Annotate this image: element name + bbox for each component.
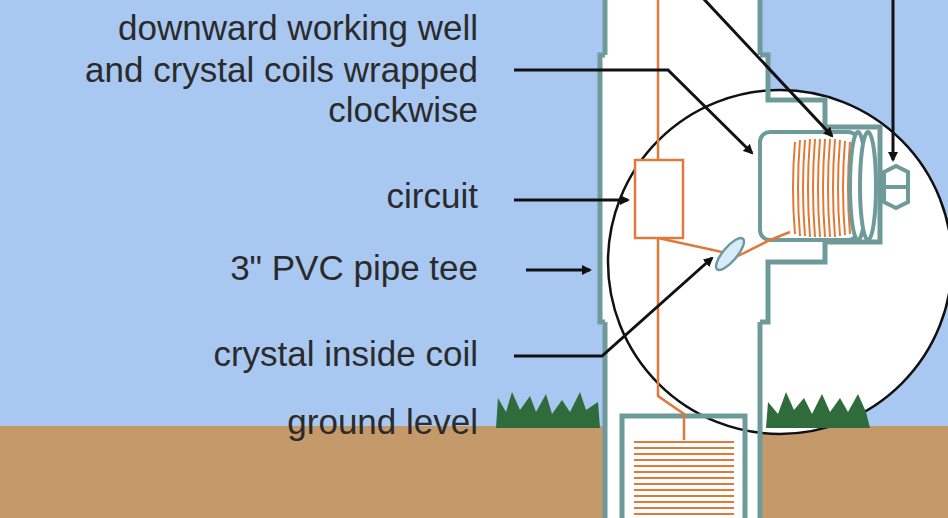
crystal-coil xyxy=(793,139,850,237)
coil-housing xyxy=(760,132,858,240)
part-label: crystal inside coil xyxy=(213,334,478,374)
lower-coil xyxy=(634,442,734,514)
part-label: downward working well xyxy=(118,8,478,48)
leader-line xyxy=(514,0,893,356)
part-label: and crystal coils wrapped clockwise xyxy=(48,50,478,130)
coil-cap xyxy=(850,132,908,240)
pvc-pipe xyxy=(600,0,880,518)
circuit-box xyxy=(635,160,683,238)
part-label: circuit xyxy=(387,176,478,216)
grass xyxy=(496,392,870,428)
part-label: ground level xyxy=(287,402,478,442)
crystal xyxy=(712,234,748,274)
part-label: 3" PVC pipe tee xyxy=(230,248,478,288)
